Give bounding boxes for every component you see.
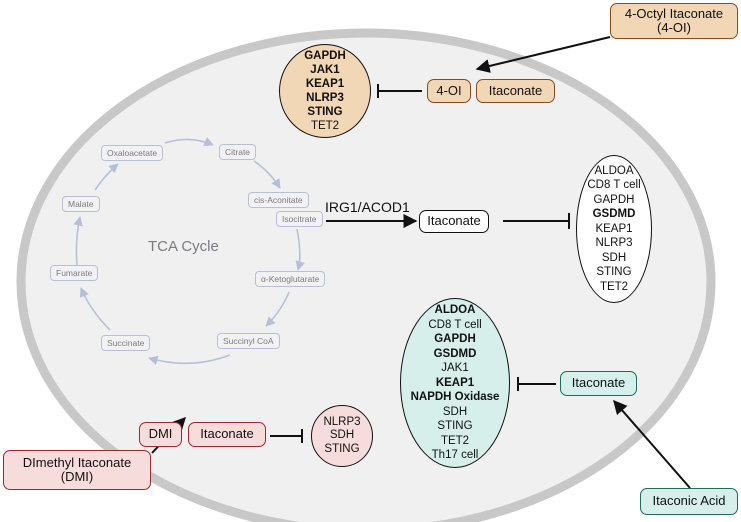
tca-arrow-succinate-fumarate — [79, 287, 111, 331]
target-item: SDH — [601, 251, 627, 264]
itaconic-acid-label: Itaconic Acid — [652, 493, 726, 509]
target-item: GSDMD — [433, 347, 477, 360]
target-item: ALDOA — [594, 164, 634, 177]
tca-oxaloacetate: Oxaloacetate — [101, 145, 164, 161]
target-item: NAPDH Oxidase — [410, 391, 500, 404]
target-item: SDH — [442, 405, 468, 418]
target-item: ALDOA — [434, 304, 476, 317]
tca-succinyl-coa: Succinyl CoA — [217, 333, 280, 349]
target-item: KEAP1 — [435, 376, 475, 389]
tca-cis-aconitate: cis-Aconitate — [248, 192, 309, 208]
dmi-source-abbrev: (DMI) — [60, 469, 94, 484]
cell-membrane — [16, 28, 716, 522]
itaconic-acid-source[interactable]: Itaconic Acid — [640, 488, 738, 515]
target-item: TET2 — [310, 120, 340, 132]
4oi-source-name: 4-Octyl Itaconate — [624, 5, 724, 21]
target-item: GSDMD — [592, 208, 636, 221]
tca-alpha-ketoglutarate: α-Ketoglutarate — [255, 271, 326, 287]
itaconate-itaconic-acid[interactable]: Itaconate — [560, 371, 637, 396]
dimethyl-itaconate-source[interactable]: DImethyl Itaconate (DMI) — [3, 450, 151, 490]
tca-arrow-oaa-citrate — [164, 137, 214, 146]
itaconate-label: Itaconate — [488, 82, 543, 98]
arrow-4oi-entry — [475, 36, 611, 73]
tca-isocitrate: Isocitrate — [276, 211, 323, 227]
tca-cycle-label: TCA Cycle — [148, 238, 219, 255]
inhibit-itaconic-acid — [517, 377, 556, 391]
tca-arrow-succinylcoa-succinate — [148, 354, 231, 366]
target-item: NLRP3 — [595, 237, 633, 250]
itaconate-endogenous[interactable]: Itaconate — [419, 210, 489, 233]
target-item: KEAP1 — [305, 78, 345, 90]
itaconate-label: Itaconate — [427, 213, 481, 229]
inhibit-4oi — [377, 84, 422, 98]
target-item: STING — [307, 106, 343, 118]
target-item: CD8 T cell — [587, 179, 641, 192]
target-item: GAPDH — [304, 50, 346, 62]
target-item: GAPDH — [434, 333, 476, 346]
target-item: TET2 — [599, 280, 629, 293]
target-item: STING — [324, 442, 360, 455]
tca-succinate: Succinate — [101, 335, 151, 351]
target-item: KEAP1 — [595, 222, 633, 235]
irg1-acod1-label: IRG1/ACOD1 — [325, 199, 410, 215]
4oi-label: 4-OI — [436, 82, 462, 98]
inhibit-endogenous — [503, 213, 570, 229]
itaconate-label: Itaconate — [200, 426, 254, 442]
itaconate-label: Itaconate — [571, 375, 626, 391]
tca-citrate: Citrate — [219, 144, 257, 160]
tca-arrow-fumarate-malate — [73, 216, 83, 266]
itaconate-4oi[interactable]: Itaconate — [476, 79, 555, 103]
tca-malate: Malate — [62, 196, 100, 212]
target-item: NLRP3 — [306, 92, 344, 104]
dmi-source-name: DImethyl Itaconate — [22, 454, 132, 470]
itaconate-dmi[interactable]: Itaconate — [188, 422, 266, 447]
target-item: STING — [596, 266, 632, 279]
tca-arrow-akg-succinylcoa — [265, 291, 290, 327]
arrow-itaconic-acid-entry — [613, 399, 691, 489]
4oi-source-abbrev: (4-OI) — [657, 20, 691, 35]
inhibit-dmi — [270, 429, 303, 443]
4oi-derivative-box[interactable]: 4-OI — [427, 79, 471, 103]
4-octyl-itaconate-source[interactable]: 4-Octyl Itaconate (4-OI) — [610, 3, 738, 39]
target-item: GAPDH — [593, 193, 635, 206]
target-item: TET2 — [440, 434, 470, 447]
target-item: JAK1 — [441, 362, 469, 375]
target-item: CD8 T cell — [428, 318, 482, 331]
tca-arrow-isocitrate-akg — [295, 228, 305, 271]
tca-arrow-malate-oaa — [94, 163, 119, 191]
target-item: NLRP3 — [323, 415, 361, 428]
dmi-derivative-box[interactable]: DMI — [139, 422, 182, 447]
dmi-label: DMI — [148, 426, 173, 442]
tca-fumarate: Fumarate — [50, 265, 99, 281]
target-item: SDH — [329, 429, 355, 442]
tca-arrow-citrate-cisaconitate — [253, 160, 281, 189]
target-item: STING — [437, 420, 473, 433]
target-item: Th17 cell — [431, 449, 479, 462]
target-item: JAK1 — [310, 64, 340, 76]
